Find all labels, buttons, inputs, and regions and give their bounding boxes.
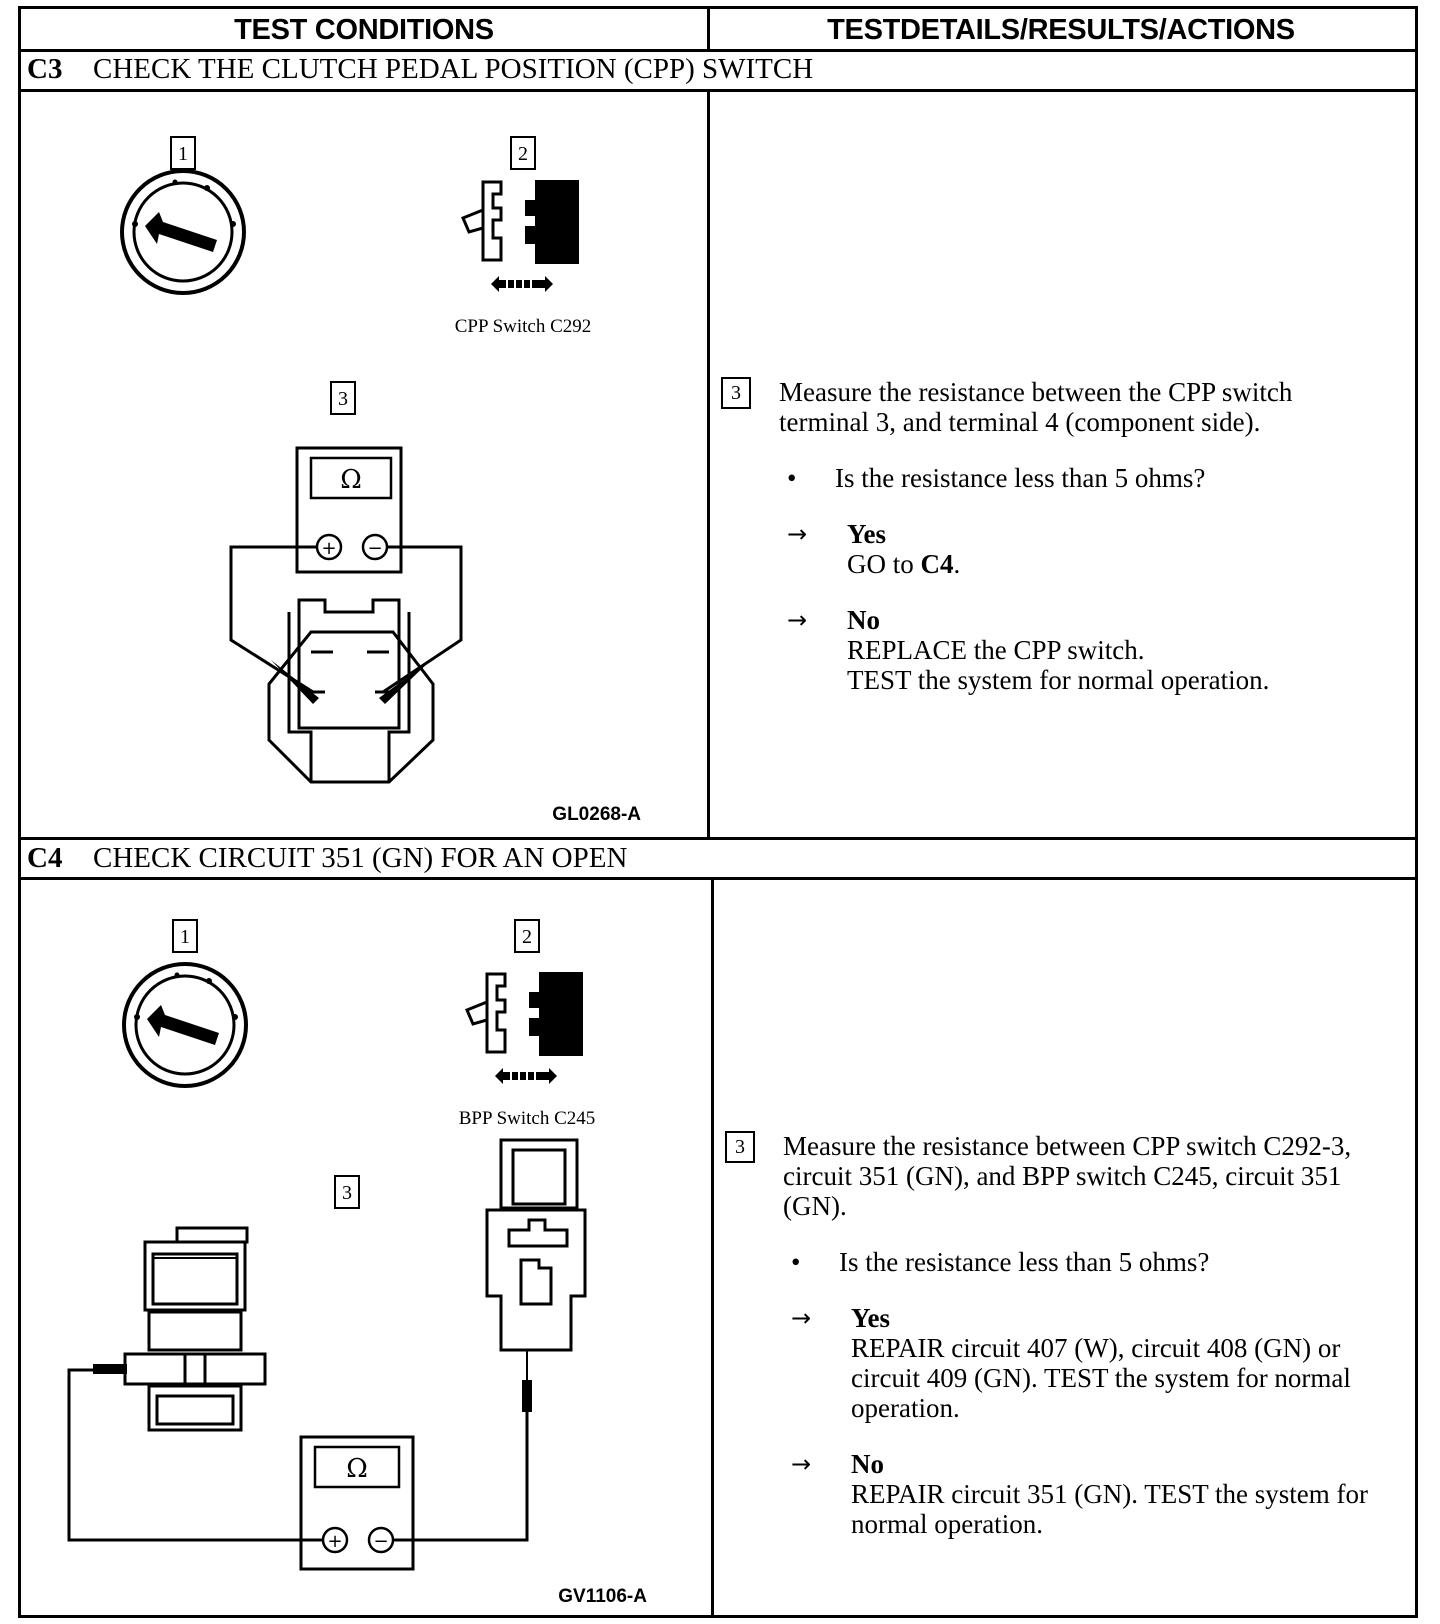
column-divider [711, 877, 714, 1615]
divider [21, 89, 1415, 92]
arrow-right-icon: → [791, 1450, 812, 1478]
test-leads [229, 545, 463, 694]
callout-box: 1 [172, 919, 198, 953]
result-no: → No REPAIR circuit 351 (GN). TEST the s… [791, 1449, 1368, 1539]
svg-text:1: 1 [178, 143, 188, 165]
step-number: 3 [721, 377, 751, 409]
arrow-right-icon: → [787, 606, 808, 634]
probe-tips [271, 660, 431, 704]
result-yes: → Yes REPAIR circuit 407 (W), circuit 40… [791, 1303, 1351, 1423]
diagnostic-table: TEST CONDITIONS TESTDETAILS/RESULTS/ACTI… [18, 6, 1418, 1618]
svg-text:−: − [373, 1531, 388, 1552]
svg-text:+: + [327, 1531, 342, 1552]
section-heading: CHECK THE CLUTCH PEDAL POSITION (CPP) SW… [93, 53, 814, 85]
connector-caption: BPP Switch C245 [459, 1108, 596, 1129]
result-yes: → Yes GO to C4. [787, 519, 961, 579]
svg-text:−: − [367, 538, 382, 559]
svg-text:Ω: Ω [346, 1454, 368, 1484]
ignition-switch-icon [122, 962, 248, 1088]
header-test-conditions: TEST CONDITIONS [234, 14, 494, 46]
column-divider [707, 9, 710, 49]
callout-box: 1 [170, 136, 196, 170]
section-code: C3 [27, 53, 63, 85]
step-instruction: Measure the resistance between CPP switc… [783, 1131, 1352, 1221]
step-question: •Is the resistance less than 5 ohms? [791, 1247, 1210, 1277]
connector-caption: CPP Switch C292 [455, 316, 592, 337]
figure-id: GL0268-A [552, 804, 641, 825]
test-leads [67, 1368, 529, 1542]
callout-box: 3 [334, 1175, 360, 1209]
probe-tip [93, 1364, 127, 1374]
ohmmeter-icon: Ω + − [299, 1435, 415, 1571]
callout-box: 2 [514, 919, 540, 953]
header-test-details: TESTDETAILS/RESULTS/ACTIONS [827, 14, 1295, 46]
switch-connector-icon [267, 598, 435, 784]
c3-diagram: 1 2 CPP Switch C292 [120, 136, 641, 825]
ohmmeter-icon: Ω + − [295, 446, 403, 574]
figure-id: GV1106-A [558, 1586, 647, 1607]
ignition-switch-icon [120, 169, 246, 295]
svg-text:2: 2 [522, 926, 532, 948]
arrow-right-icon: → [787, 520, 808, 548]
svg-text:3: 3 [342, 1182, 352, 1204]
svg-text:3: 3 [338, 388, 348, 410]
section-title-c3: C3 CHECK THE CLUTCH PEDAL POSITION (CPP) … [27, 51, 813, 87]
step-number: 3 [725, 1131, 755, 1163]
divider [21, 837, 1415, 840]
connector-disconnect-icon [461, 180, 579, 292]
step-question: •Is the resistance less than 5 ohms? [787, 463, 1206, 493]
cpp-switch-connector-icon [123, 1226, 267, 1432]
callout-box: 2 [510, 136, 536, 170]
section-heading: CHECK CIRCUIT 351 (GN) FOR AN OPEN [93, 842, 628, 874]
divider [21, 49, 1415, 52]
svg-text:Ω: Ω [340, 465, 362, 495]
c4-diagram: 1 2 BPP Switch C245 [67, 919, 647, 1607]
probe-tip [522, 1380, 532, 1412]
callout-box: 3 [330, 381, 356, 415]
svg-text:1: 1 [180, 926, 190, 948]
svg-text:+: + [321, 538, 336, 559]
connector-disconnect-icon [465, 972, 583, 1084]
svg-text:2: 2 [518, 143, 528, 165]
step-instruction: Measure the resistance between the CPP s… [779, 377, 1293, 437]
divider [21, 877, 1415, 880]
section-code: C4 [27, 842, 63, 874]
arrow-right-icon: → [791, 1304, 812, 1332]
result-no: → No REPLACE the CPP switch. TEST the sy… [787, 605, 1270, 695]
column-divider [707, 89, 710, 837]
bpp-switch-connector-icon [485, 1138, 587, 1352]
section-title-c4: C4 CHECK CIRCUIT 351 (GN) FOR AN OPEN [27, 840, 627, 876]
